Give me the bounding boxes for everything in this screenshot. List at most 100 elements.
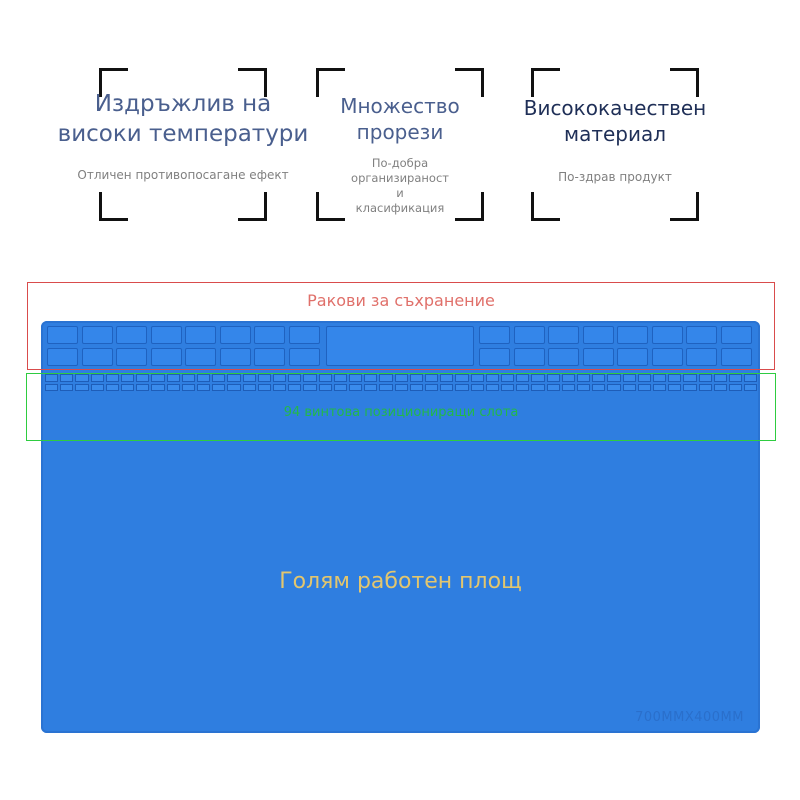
storage-tray — [150, 348, 182, 366]
screw-slot — [151, 383, 165, 391]
feature-subtitle: По-здрав продукт — [558, 170, 672, 184]
storage-tray — [116, 326, 147, 344]
storage-tray — [686, 326, 717, 344]
screw-slot — [45, 383, 59, 391]
screw-slot — [121, 383, 135, 391]
screw-slot — [683, 383, 697, 391]
storage-tray — [479, 326, 510, 344]
screw-slot — [166, 383, 180, 391]
screw-slot — [622, 383, 636, 391]
screw-slot — [105, 374, 120, 382]
screw-slot — [546, 374, 560, 382]
storage-tray — [185, 326, 216, 344]
frame-corner-icon — [531, 192, 560, 221]
feature-heat-resistant: Издръжлив на високи температури Отличен … — [58, 68, 308, 221]
screw-slot — [577, 383, 591, 391]
screw-slot — [227, 383, 241, 391]
screw-slot — [668, 374, 682, 382]
screw-slot — [637, 383, 652, 391]
screw-slot — [242, 383, 256, 391]
screw-slot — [90, 383, 104, 391]
frame-corner-icon — [670, 68, 699, 97]
screw-slot — [470, 383, 484, 391]
screw-slot — [501, 374, 515, 382]
screw-slot — [181, 374, 196, 382]
screw-slot — [333, 383, 348, 391]
screw-slot — [136, 374, 150, 382]
storage-label: Ракови за съхранение — [307, 291, 495, 310]
size-label: 700MMX400MM — [635, 710, 744, 725]
screw-slot — [60, 383, 74, 391]
screw-slot — [197, 383, 211, 391]
storage-tray — [254, 326, 285, 344]
screw-slot — [592, 374, 606, 382]
storage-tray — [651, 348, 683, 366]
storage-tray — [720, 326, 752, 344]
screw-slot — [531, 383, 545, 391]
storage-tray — [47, 348, 78, 366]
storage-tray — [254, 348, 285, 366]
storage-tray — [548, 326, 579, 344]
frame-corner-icon — [455, 68, 484, 97]
frame-corner-icon — [238, 68, 267, 97]
frame-corner-icon — [316, 68, 345, 97]
storage-tray — [81, 326, 113, 344]
screw-slot — [409, 383, 424, 391]
screw-slot — [607, 374, 621, 382]
screw-slot — [197, 374, 211, 382]
frame-corner-icon — [455, 192, 484, 221]
storage-tray — [513, 348, 545, 366]
feature-subtitle: Отличен противопосагане ефект — [77, 168, 289, 182]
screw-slot — [516, 374, 530, 382]
screw-slot — [318, 383, 332, 391]
screw-slot — [379, 374, 393, 382]
storage-tray — [326, 326, 474, 366]
feature-title: Издръжлив на високи температури — [57, 91, 309, 147]
silicone-mat: Голям работен площ 700MMX400MM — [41, 321, 760, 733]
storage-tray — [651, 326, 683, 344]
screw-slot — [288, 374, 302, 382]
storage-highlight-box: Ракови за съхранение — [27, 282, 775, 370]
screw-slot — [349, 383, 363, 391]
screw-slot — [440, 383, 454, 391]
screw-slot — [45, 374, 59, 382]
screw-slot — [425, 374, 439, 382]
storage-tray — [686, 348, 717, 366]
storage-tray — [513, 326, 545, 344]
screw-slot — [455, 383, 469, 391]
storage-tray — [116, 348, 147, 366]
screw-slot — [683, 374, 697, 382]
screw-slot — [212, 383, 226, 391]
screw-slots-label: 94 винтова позициониращи слота — [283, 405, 519, 420]
storage-tray — [582, 326, 614, 344]
screw-slot — [90, 374, 104, 382]
screw-slot — [257, 383, 272, 391]
frame-corner-icon — [316, 192, 345, 221]
screw-slot — [577, 374, 591, 382]
frame-corner-icon — [238, 192, 267, 221]
screw-slot — [227, 374, 241, 382]
screw-slot — [303, 374, 317, 382]
screw-slot — [288, 383, 302, 391]
screw-slot — [698, 374, 712, 382]
screw-slot — [273, 374, 287, 382]
frame-corner-icon — [670, 192, 699, 221]
screw-slot — [546, 383, 560, 391]
screw-slot — [668, 383, 682, 391]
screw-slot — [166, 374, 180, 382]
screw-slot — [561, 383, 576, 391]
screw-slot — [561, 374, 576, 382]
screw-slot — [485, 374, 500, 382]
feature-title: Висококачествен материал — [523, 96, 707, 146]
screw-slot — [75, 374, 89, 382]
screw-slot — [637, 374, 652, 382]
screw-slot — [364, 383, 378, 391]
screw-slot — [394, 383, 408, 391]
screw-slot — [409, 374, 424, 382]
storage-tray — [150, 326, 182, 344]
storage-tray — [720, 348, 752, 366]
screw-slot — [622, 374, 636, 382]
screw-slot — [485, 383, 500, 391]
screw-slot — [744, 383, 758, 391]
screw-slot — [713, 383, 728, 391]
